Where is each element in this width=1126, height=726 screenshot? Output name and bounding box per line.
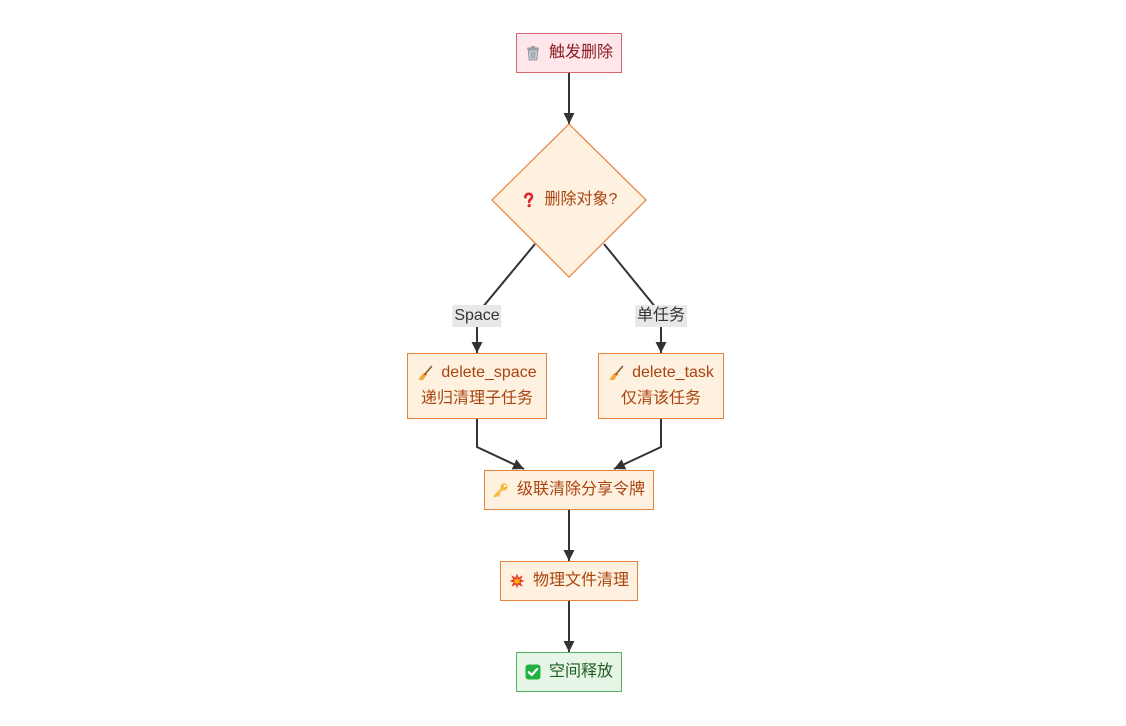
collision-icon [509,573,525,589]
revoke-share-tokens-node: 级联清除分享令牌 [484,470,654,510]
delete-space-node: delete_space 递归清理子任务 [407,353,547,419]
edge-label-single-task: 单任务 [634,305,688,327]
file-cleanup-node: 物理文件清理 [500,561,638,601]
node-title: delete_space [441,364,537,381]
edge-delete-task-to-revoke-tokens [613,419,662,470]
edge-decision-to-delete-task [603,243,667,353]
space-freed-node: 空间释放 [516,652,622,692]
edge-label-space: Space [452,305,502,327]
node-label: 物理文件清理 [532,572,629,589]
red-question-mark-icon [521,192,537,208]
broom-icon [417,365,433,381]
key-icon [493,482,509,498]
edge-decision-to-delete-space [471,243,536,353]
decision-node-label: 删除对象? [521,189,618,211]
delete-task-node: delete_task 仅清该任务 [598,353,724,419]
node-label: 级联清除分享令牌 [516,481,645,498]
wastebasket-icon [525,45,541,61]
edge-delete-space-to-revoke-tokens [476,419,525,470]
trigger-delete-node: 触发删除 [516,33,622,73]
node-label: 删除对象? [544,191,618,208]
node-title: delete_task [632,364,714,381]
check-mark-button-icon [525,664,541,680]
decision-diamond [491,123,647,278]
broom-icon [608,365,624,381]
node-label: 触发删除 [548,44,613,61]
node-description: 递归清理子任务 [420,390,533,407]
node-label: 空间释放 [548,663,613,680]
node-description: 仅清该任务 [620,390,701,407]
